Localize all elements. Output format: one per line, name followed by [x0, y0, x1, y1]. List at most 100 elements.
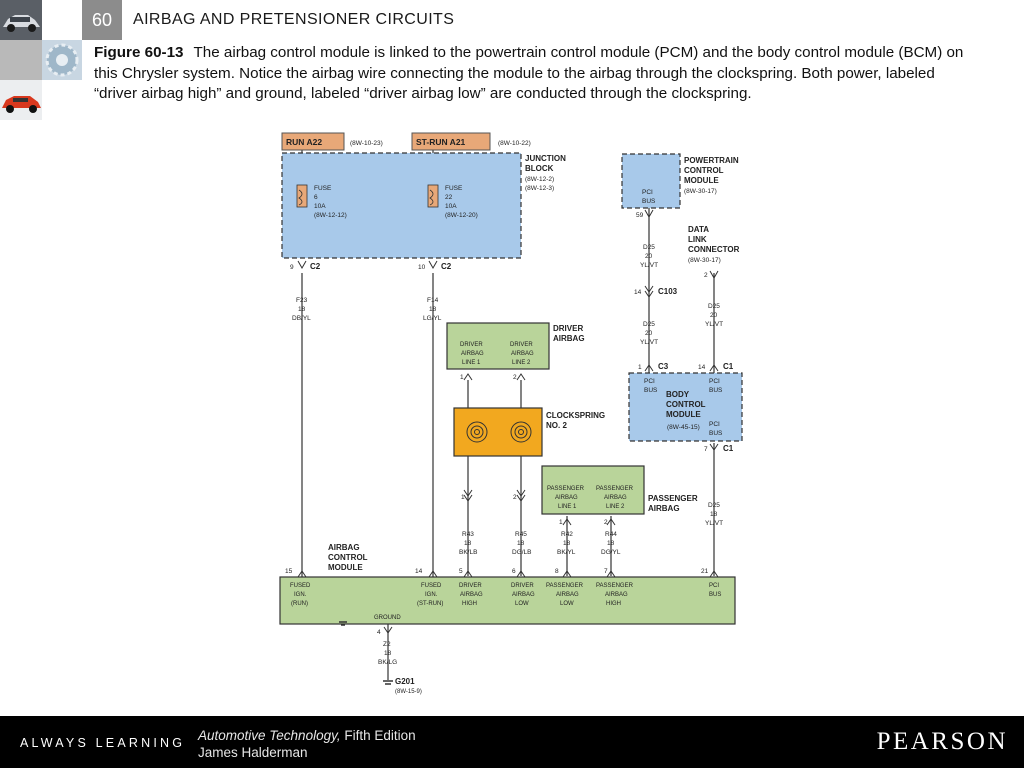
svg-text:(8W-45-15): (8W-45-15) [667, 424, 700, 431]
svg-text:FUSED: FUSED [290, 583, 311, 589]
acm-driver-airbag-high: DRIVER AIRBAG HIGH [459, 583, 483, 607]
driver-airbag-pin-1: 1 [460, 374, 464, 381]
wire-d25-d-label: D25 18 YL/VT [705, 502, 723, 527]
svg-text:AIRBAG: AIRBAG [511, 351, 534, 357]
svg-text:AIRBAG: AIRBAG [556, 592, 579, 598]
svg-text:(8W-12-3): (8W-12-3) [525, 185, 554, 192]
caption-text: The airbag control module is linked to t… [94, 44, 964, 102]
pcm-pci-label: PCI [642, 189, 653, 196]
svg-text:AIRBAG: AIRBAG [460, 592, 483, 598]
acm-ground-label: GROUND [374, 615, 401, 621]
dlc-label: DATA LINK CONNECTOR (8W-30-17) [688, 225, 740, 264]
wire-r42-label: R42 18 BK/YL [557, 531, 576, 556]
junction-block-label: JUNCTION BLOCK (8W-12-2) (8W-12-3) [525, 154, 566, 192]
svg-text:LINK: LINK [688, 235, 707, 244]
bcm-pci-right-bottom: PCI [709, 421, 720, 428]
svg-text:LINE 2: LINE 2 [512, 360, 531, 366]
c1-bottom-label: C1 [723, 444, 734, 453]
svg-text:YL/VT: YL/VT [640, 262, 658, 269]
svg-text:LINE 1: LINE 1 [558, 504, 577, 510]
book-author: James Halderman [198, 745, 308, 760]
svg-text:10A: 10A [445, 203, 457, 210]
c103-pin: 14 [634, 289, 642, 296]
svg-text:YL/VT: YL/VT [705, 520, 723, 527]
svg-text:IGN.: IGN. [294, 592, 307, 598]
svg-text:18: 18 [384, 650, 392, 657]
acm-passenger-airbag-low: PASSENGER AIRBAG LOW [546, 583, 584, 607]
clockspring-pin-2: 2 [513, 494, 517, 501]
ground-pin: 4 [377, 629, 381, 636]
passenger-line-1-label: PASSENGER AIRBAG LINE 1 [547, 486, 585, 510]
svg-text:LOW: LOW [515, 601, 529, 607]
svg-text:AIRBAG: AIRBAG [555, 495, 578, 501]
c1-bottom-pin: 7 [704, 446, 708, 453]
svg-text:DRIVER: DRIVER [511, 583, 534, 589]
bcm-bus-left: BUS [644, 387, 658, 394]
svg-text:PASSENGER: PASSENGER [547, 486, 585, 492]
svg-text:PASSENGER: PASSENGER [596, 583, 634, 589]
svg-text:(8W-30-17): (8W-30-17) [684, 188, 717, 195]
svg-text:HIGH: HIGH [606, 601, 621, 607]
st-run-a21-label: ST-RUN A21 [416, 137, 466, 147]
silver-car-thumbnail [0, 0, 42, 40]
acm-label: AIRBAG CONTROL MODULE [328, 543, 368, 572]
svg-text:AIRBAG: AIRBAG [553, 334, 585, 343]
svg-text:22: 22 [445, 194, 453, 201]
acm-pci-bus: PCI BUS [709, 583, 721, 598]
svg-text:F23: F23 [296, 297, 308, 304]
svg-text:NO. 2: NO. 2 [546, 421, 567, 430]
svg-text:DATA: DATA [688, 225, 709, 234]
acm-pin-8: 8 [555, 568, 559, 575]
svg-text:D25: D25 [643, 321, 655, 328]
svg-text:CLOCKSPRING: CLOCKSPRING [546, 411, 605, 420]
svg-text:BK/YL: BK/YL [557, 549, 576, 556]
run-a22-ref: (8W-10-23) [350, 140, 383, 147]
svg-text:BLOCK: BLOCK [525, 164, 554, 173]
svg-text:DG/LB: DG/LB [512, 549, 532, 556]
pcm-bus-label: BUS [642, 198, 656, 205]
passenger-airbag-label: PASSENGER AIRBAG [648, 494, 698, 513]
svg-text:LINE 2: LINE 2 [606, 504, 625, 510]
c3-pin: 1 [638, 364, 642, 371]
svg-text:20: 20 [645, 330, 653, 337]
svg-text:18: 18 [517, 540, 525, 547]
wire-d25-c-label: D25 20 YL/VT [705, 303, 723, 328]
svg-text:AIRBAG: AIRBAG [648, 504, 680, 513]
book-edition: Fifth Edition [340, 728, 416, 743]
svg-text:18: 18 [298, 306, 306, 313]
passenger-line-2-label: PASSENGER AIRBAG LINE 2 [596, 486, 634, 510]
acm-fused-ign-run: FUSED IGN. (RUN) [290, 583, 311, 607]
svg-text:AIRBAG: AIRBAG [328, 543, 360, 552]
svg-text:R44: R44 [605, 531, 617, 538]
svg-text:DG/YL: DG/YL [601, 549, 621, 556]
svg-text:(8W-30-17): (8W-30-17) [688, 257, 721, 264]
chapter-number: 60 [82, 0, 122, 40]
svg-text:AIRBAG: AIRBAG [604, 495, 627, 501]
svg-text:DRIVER: DRIVER [553, 324, 583, 333]
svg-text:DB/YL: DB/YL [292, 315, 311, 322]
gear-thumbnail [42, 40, 82, 80]
svg-text:18: 18 [607, 540, 615, 547]
svg-text:LG/YL: LG/YL [423, 315, 442, 322]
acm-pin-6: 6 [512, 568, 516, 575]
bcm-pci-left: PCI [644, 378, 655, 385]
svg-text:(8W-12-2): (8W-12-2) [525, 176, 554, 183]
svg-text:D25: D25 [643, 244, 655, 251]
footer-tagline: ALWAYS LEARNING [20, 736, 186, 750]
svg-text:Z2: Z2 [383, 641, 391, 648]
svg-text:18: 18 [429, 306, 437, 313]
c103-label: C103 [658, 287, 678, 296]
g201-ref: (8W-15-9) [395, 689, 422, 695]
driver-airbag-label: DRIVER AIRBAG [553, 324, 585, 343]
svg-text:AIRBAG: AIRBAG [605, 592, 628, 598]
svg-text:F14: F14 [427, 297, 439, 304]
passenger-airbag-pin-2: 2 [604, 519, 608, 526]
gray-tile-thumbnail [0, 40, 42, 80]
svg-text:JUNCTION: JUNCTION [525, 154, 566, 163]
pcm-label: POWERTRAIN CONTROL MODULE (8W-30-17) [684, 156, 739, 195]
fuse-6-label: FUSE 6 10A (8W-12-12) [314, 185, 347, 219]
wire-z2-label: Z2 18 BK/LG [378, 641, 397, 666]
svg-text:PASSENGER: PASSENGER [596, 486, 634, 492]
red-car-thumbnail [0, 80, 42, 120]
